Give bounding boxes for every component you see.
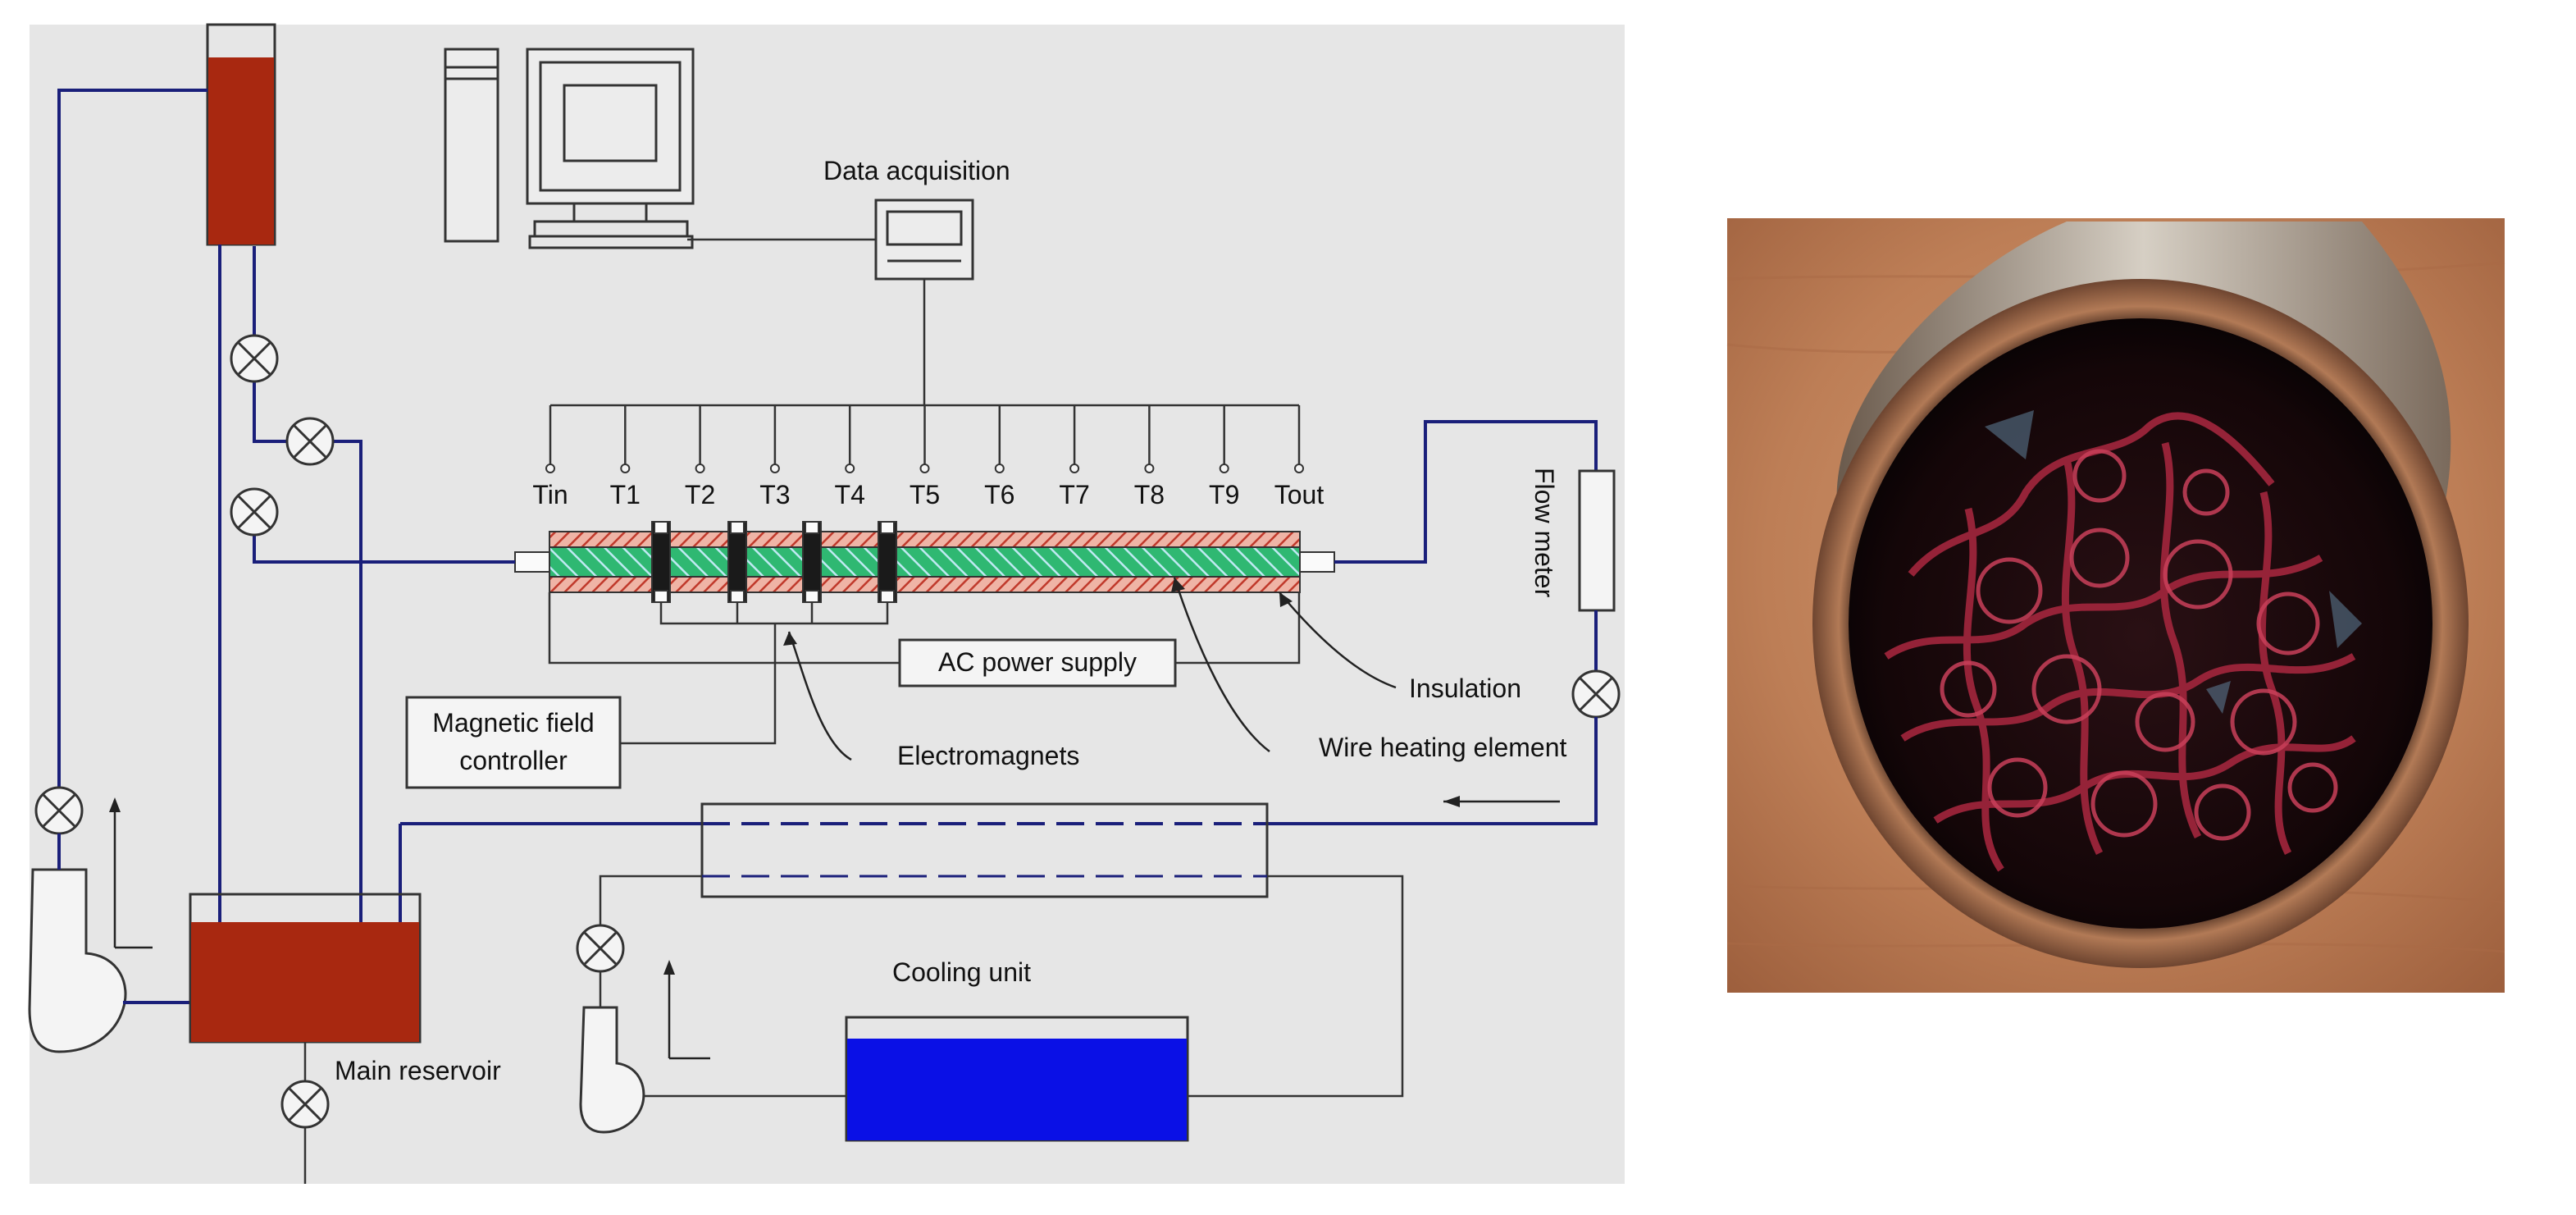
computer-tower-icon [444, 48, 499, 243]
thermocouple-tip [545, 464, 555, 473]
thermocouple-tip [1144, 464, 1155, 473]
magnetic-field-controller-label-2: controller [459, 746, 568, 775]
ac-power-wiring [548, 592, 900, 665]
thermocouple-label-tout: Tout [1274, 480, 1324, 509]
cooling-pump-icon [579, 1006, 645, 1134]
ac-power-supply-label: AC power supply [938, 647, 1137, 677]
valve-tank-upper [230, 334, 279, 383]
flow-meter [1578, 469, 1616, 612]
thermocouple-label-t9: T9 [1209, 480, 1239, 509]
thermocouple-tip [769, 464, 780, 473]
electromagnets-label: Electromagnets [897, 741, 1079, 770]
main-pump-icon [28, 868, 127, 1053]
heated-core [549, 546, 1301, 578]
magnetic-field-controller-box [405, 696, 622, 789]
thermocouple-label-t6: T6 [984, 480, 1014, 509]
outlet-pipe [1334, 420, 1598, 564]
thermocouple-label-t7: T7 [1059, 480, 1089, 509]
test-section [514, 521, 1335, 603]
flow-loop-valve [1571, 669, 1621, 719]
return-pipe [1267, 717, 1598, 825]
overhead-tank-fluid [208, 57, 274, 244]
thermocouple-tip [919, 464, 930, 473]
monitor-icon [526, 48, 695, 249]
thermocouple-label-t8: T8 [1134, 480, 1165, 509]
cooling-unit-label: Cooling unit [892, 957, 1031, 987]
data-acquisition-label: Data acquisition [823, 156, 1010, 185]
magnetic-field-controller-label-1: Magnetic field [432, 708, 594, 738]
valve-inlet [230, 487, 279, 537]
thermocouple-tip [1294, 464, 1304, 473]
ac-power-supply-box [898, 638, 1177, 687]
inlet-fitting [514, 551, 550, 573]
cooling-unit-fluid [847, 1039, 1187, 1140]
valve-pump-discharge [34, 786, 84, 835]
thermocouple-label-t4: T4 [835, 480, 865, 509]
thermocouple-group: Tin T1 T2 T3 T4 T5 T6 T7 T8 T9 Tout [532, 405, 1324, 509]
valve-cooling [576, 924, 625, 973]
heat-exchanger [700, 802, 1269, 898]
valve-bypass [285, 417, 335, 466]
thermocouple-label-tin: Tin [532, 480, 568, 509]
inlet-pipe [253, 530, 515, 564]
insulation-label: Insulation [1409, 674, 1521, 703]
flow-meter-label: Flow meter [1530, 468, 1559, 598]
data-acquisition-unit-icon [874, 199, 974, 281]
thermocouple-tip [695, 464, 705, 473]
thermocouple-label-t3: T3 [759, 480, 790, 509]
thermocouple-label-t1: T1 [610, 480, 641, 509]
thermocouple-tip [994, 464, 1005, 473]
annotation-leaders [787, 577, 1397, 761]
cooling-loop-wiring [599, 875, 702, 925]
thermocouple-tip [620, 464, 631, 473]
outlet-fitting [1299, 551, 1335, 573]
thermocouple-label-t2: T2 [685, 480, 715, 509]
foam-tube-photo [1726, 218, 2505, 993]
thermocouple-tip [1219, 464, 1229, 473]
thermocouple-label-t5: T5 [910, 480, 940, 509]
wire-heating-element-label: Wire heating element [1319, 733, 1566, 762]
thermocouple-tip [1069, 464, 1080, 473]
main-reservoir-label: Main reservoir [335, 1056, 501, 1085]
valve-reservoir-drain [280, 1080, 330, 1129]
thermocouple-tip [845, 464, 855, 473]
main-reservoir-fluid [191, 922, 419, 1042]
